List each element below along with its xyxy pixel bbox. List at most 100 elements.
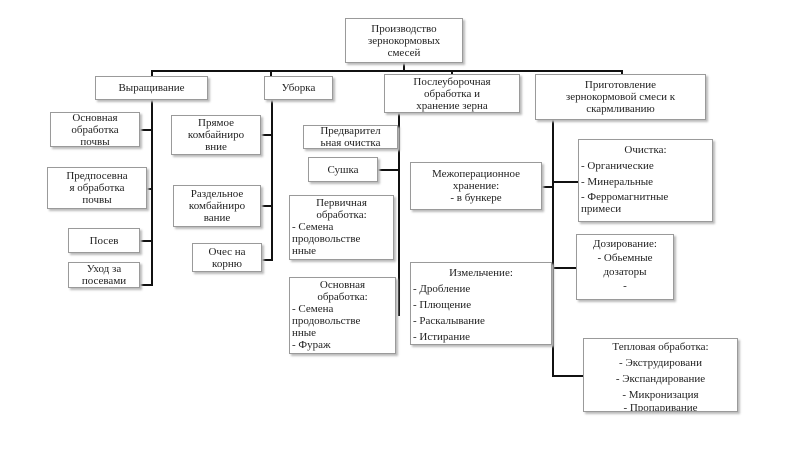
root-node: Производство зернокормовых смесей [345, 18, 463, 63]
text: Уборка [281, 82, 316, 94]
node-heat-treatment: Тепловая обработка: - Экструдировани - Экс… [583, 338, 738, 412]
connector [552, 267, 577, 269]
connector [552, 120, 554, 376]
text: Первичная [316, 197, 367, 209]
text: примеси [581, 203, 622, 215]
text: почвы [82, 194, 112, 206]
connector [151, 70, 153, 76]
text: продовольстве [292, 233, 361, 245]
text: - в бункере [450, 192, 502, 204]
connector [398, 113, 400, 316]
node-drying: Сушка [308, 157, 378, 182]
text: Измельчение: [449, 267, 513, 279]
text: вние [205, 141, 227, 153]
text: Очес на [208, 245, 246, 258]
text: Раздельное [190, 188, 244, 200]
text: - Дробление [413, 283, 471, 295]
text: нные [292, 327, 317, 339]
text: Приготовление [584, 79, 657, 91]
node-cleaning: Очистка: - Органические - Минеральные - Фе… [578, 139, 713, 222]
text: вание [203, 212, 231, 224]
connector [261, 205, 272, 207]
connector [271, 100, 273, 261]
text: Сушка [327, 163, 359, 176]
text: зернокормовой смеси к [565, 91, 676, 103]
connector [378, 169, 399, 171]
text: - Органические [581, 160, 654, 172]
text: - Плющение [413, 299, 472, 311]
text: - Ферромагнитные [581, 191, 669, 203]
text: - Раскалывание [413, 315, 485, 327]
text: - Истирание [413, 331, 470, 343]
text: - Пропаривание [623, 402, 698, 412]
node-growing: Выращивание [95, 76, 208, 100]
text: обработка: [317, 291, 368, 303]
connector [542, 186, 553, 188]
text: Межоперационное [431, 168, 521, 180]
text: обработка: [316, 209, 367, 221]
text: посевами [81, 275, 127, 287]
text: - Минеральные [581, 176, 653, 188]
connector [552, 375, 584, 377]
connector [151, 100, 153, 286]
node-dosing: Дозирование: - Обьемные дозаторы - [576, 234, 674, 300]
text: нные [292, 245, 317, 257]
text: Посев [89, 234, 119, 247]
text: Предпосевна [66, 170, 128, 182]
text: хранение зерна [416, 99, 488, 112]
text: обработка и [424, 87, 480, 100]
text: корню [212, 257, 242, 270]
text: Уход за [86, 263, 122, 275]
text: комбайниро [188, 200, 246, 212]
text: Тепловая обработка: [612, 341, 709, 353]
text: Послеуборочная [413, 75, 491, 88]
text: Предварител [320, 125, 381, 137]
connector [140, 129, 152, 131]
text: - [623, 280, 627, 292]
text: скармливанию [586, 103, 655, 115]
connector [403, 63, 405, 71]
text: дозаторы [603, 266, 647, 278]
text: Производство [371, 22, 437, 35]
text: Выращивание [118, 82, 185, 94]
node-grinding: Измельчение: - Дробление - Плющение - Раск… [410, 262, 552, 345]
text: продовольстве [292, 315, 361, 327]
text: - Семена [292, 221, 334, 233]
text: Очистка: [624, 144, 667, 156]
text: почвы [80, 135, 110, 147]
connector [621, 70, 623, 75]
text: - Экспандирование [615, 373, 706, 385]
text: Дозирование: [593, 238, 657, 250]
connector [151, 70, 623, 72]
text: - Микронизация [622, 389, 699, 401]
text: - Обьемные [597, 252, 653, 264]
text: - Семена [292, 303, 334, 315]
text: - Фураж [292, 339, 331, 351]
text: зернокормовых [367, 34, 441, 47]
connector [262, 259, 272, 261]
text: хранение: [452, 180, 500, 192]
text: Прямое [198, 117, 234, 129]
connector [147, 188, 152, 190]
connector [140, 240, 152, 242]
text: я обработка [69, 182, 125, 194]
connector [552, 181, 579, 183]
text: ьная очистка [320, 137, 381, 149]
node-harvest: Уборка [264, 76, 333, 100]
text: - Экструдировани [619, 357, 702, 369]
node-sowing: Посев [68, 228, 140, 253]
text: комбайниро [187, 129, 245, 141]
text: смесей [387, 46, 421, 59]
